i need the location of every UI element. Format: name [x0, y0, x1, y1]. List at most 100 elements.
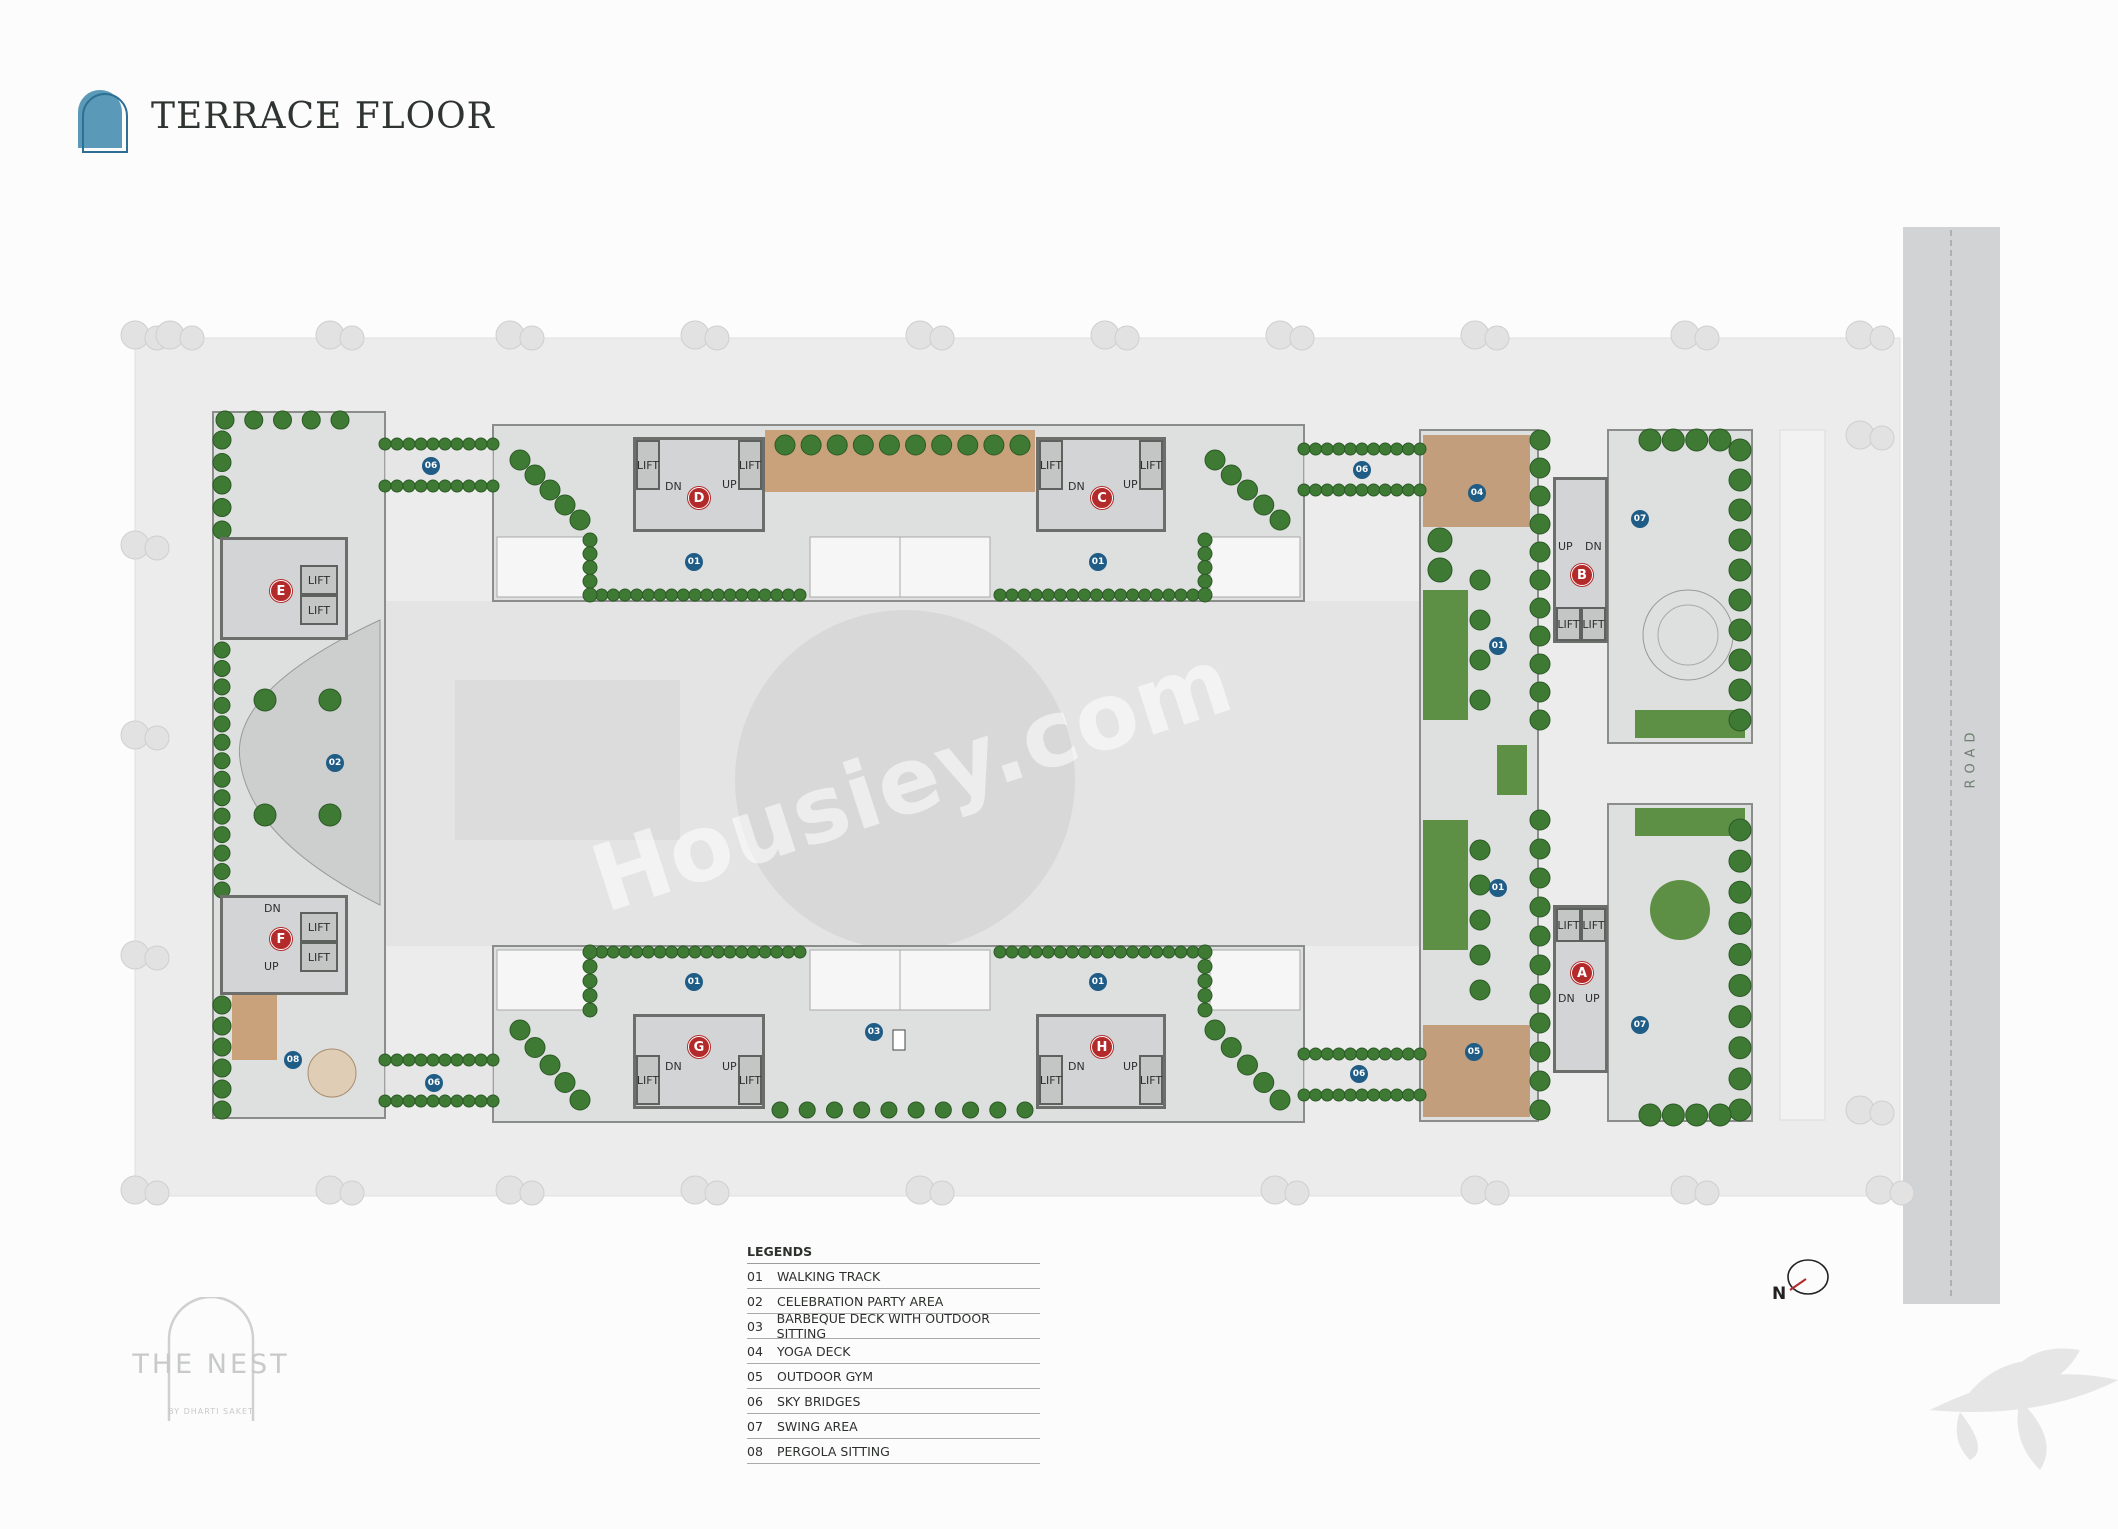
arch-outline-icon — [167, 1297, 255, 1421]
perimeter-tree-icon — [680, 320, 710, 350]
tree-icon — [852, 434, 874, 456]
tree-icon — [1174, 588, 1188, 602]
tree-icon — [1529, 896, 1551, 918]
tree-icon — [993, 588, 1007, 602]
tree-icon — [1728, 648, 1752, 672]
tree-icon — [582, 944, 598, 960]
lift-box: LIFT — [1139, 440, 1163, 490]
tree-icon — [1529, 485, 1551, 507]
tree-icon — [582, 560, 598, 575]
tree-icon — [700, 588, 714, 602]
legend-heading: LEGENDS — [747, 1244, 1040, 1264]
tree-icon — [1053, 945, 1067, 959]
badge-gym: 05 — [1465, 1043, 1483, 1061]
tree-icon — [1102, 945, 1116, 959]
tree-icon — [1197, 959, 1213, 974]
tree-icon — [1269, 1089, 1291, 1111]
tree-icon — [758, 945, 772, 959]
courtyard-deck — [455, 680, 680, 840]
tree-icon — [215, 410, 235, 430]
tree-icon — [1005, 588, 1019, 602]
tower-marker-C: C — [1091, 487, 1113, 509]
stair-down-label: DN — [665, 1060, 682, 1073]
tree-icon — [438, 437, 452, 451]
tree-icon — [474, 479, 488, 493]
lift-box: LIFT — [1039, 440, 1063, 490]
badge-swing: 07 — [1631, 510, 1649, 528]
tree-icon — [1220, 464, 1242, 486]
tree-icon — [1427, 527, 1453, 553]
tree-icon — [1469, 944, 1491, 966]
tree-icon — [1197, 1002, 1213, 1018]
tree-icon — [1150, 945, 1164, 959]
perimeter-tree-icon — [495, 320, 525, 350]
tree-icon — [1638, 1103, 1662, 1127]
tree-icon — [688, 588, 702, 602]
tree-icon — [438, 479, 452, 493]
tree-icon — [1469, 909, 1491, 931]
badge-sky_bridges: 06 — [1353, 461, 1371, 479]
tree-icon — [1186, 588, 1200, 602]
tree-icon — [746, 945, 760, 959]
tree-icon — [213, 770, 231, 788]
badge-swing: 07 — [1631, 1016, 1649, 1034]
tree-icon — [213, 659, 231, 677]
tree-icon — [1469, 689, 1491, 711]
tree-icon — [723, 588, 737, 602]
tree-icon — [1089, 945, 1103, 959]
tree-icon — [582, 546, 598, 562]
tree-icon — [1413, 1088, 1427, 1102]
perimeter-tree-icon — [1090, 320, 1120, 350]
tree-icon — [1728, 1098, 1752, 1122]
tree-icon — [1728, 1067, 1752, 1091]
tree-icon — [723, 945, 737, 959]
perimeter-tree-icon — [1289, 325, 1315, 351]
perimeter-tree-icon — [1484, 1180, 1510, 1206]
tree-icon — [1529, 569, 1551, 591]
tree-icon — [774, 434, 796, 456]
tree-icon — [582, 973, 598, 989]
legend-label: PERGOLA SITTING — [777, 1443, 890, 1459]
tree-icon — [378, 437, 392, 451]
perimeter-tree-icon — [1845, 1095, 1875, 1125]
tree-icon — [1390, 1047, 1404, 1061]
tree-icon — [524, 1037, 546, 1058]
legend-number: 05 — [747, 1368, 763, 1384]
tree-icon — [1237, 1054, 1258, 1076]
tree-icon — [1529, 681, 1551, 703]
badge-walking_track: 01 — [1089, 553, 1107, 571]
tree-icon — [582, 1002, 598, 1018]
legend-label: YOGA DECK — [777, 1343, 851, 1359]
tree-icon — [212, 995, 232, 1015]
tree-icon — [1728, 558, 1752, 582]
perimeter-tree-icon — [339, 1180, 365, 1206]
tree-icon — [1089, 588, 1103, 602]
legend-number: 02 — [747, 1293, 763, 1309]
tree-icon — [1708, 428, 1732, 452]
legend-number: 04 — [747, 1343, 763, 1359]
tree-icon — [213, 826, 231, 844]
tree-icon — [770, 945, 784, 959]
legend-label: OUTDOOR GYM — [777, 1368, 874, 1384]
tree-icon — [1529, 925, 1551, 947]
tree-icon — [1053, 588, 1067, 602]
tree-icon — [1162, 945, 1176, 959]
perimeter-tree-icon — [144, 535, 170, 561]
tree-icon — [486, 1094, 500, 1108]
tree-icon — [1469, 874, 1491, 896]
tree-icon — [771, 1101, 789, 1119]
perimeter-tree-icon — [1460, 320, 1490, 350]
tree-icon — [1401, 1088, 1415, 1102]
tree-icon — [880, 1101, 898, 1119]
tree-icon — [1138, 945, 1152, 959]
lift-box: LIFT — [1581, 908, 1606, 942]
tree-icon — [1469, 569, 1491, 591]
tree-icon — [641, 945, 655, 959]
tree-icon — [1197, 973, 1213, 989]
perimeter-tree-icon — [315, 320, 345, 350]
tree-icon — [378, 479, 392, 493]
tree-icon — [402, 479, 416, 493]
tree-icon — [402, 1053, 416, 1067]
